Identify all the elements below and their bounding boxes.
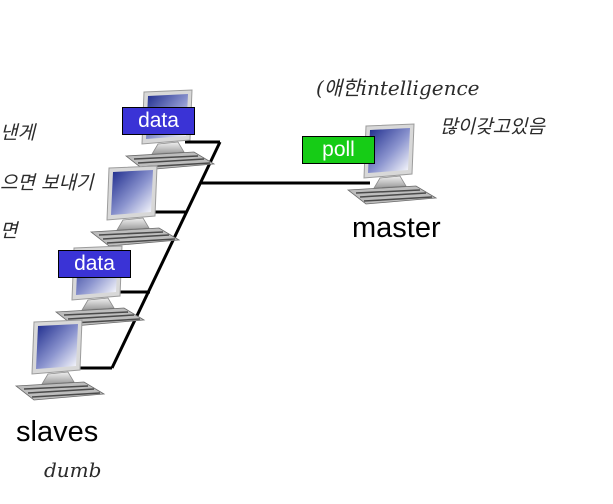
left-handwritten-note-3: 면 xyxy=(0,220,18,242)
slave-computer-4 xyxy=(15,319,105,401)
left-handwritten-note-1: 낸게 xyxy=(0,122,35,144)
slaves-handwritten-note: dumb xyxy=(44,458,102,482)
master-handwritten-note-2: 많이갖고있음 xyxy=(440,116,545,138)
poll-label: poll xyxy=(302,136,375,164)
data-label-top: data xyxy=(122,107,195,135)
master-caption: master xyxy=(352,212,441,244)
slaves-caption: slaves xyxy=(16,416,99,448)
left-handwritten-note-2: 으면 보내기 xyxy=(0,172,94,194)
network-wires xyxy=(76,140,370,370)
bus-line xyxy=(110,141,222,369)
master-handwritten-note-1: (애한intelligence xyxy=(316,76,480,100)
slave-computer-2 xyxy=(90,165,180,247)
data-label-middle: data xyxy=(58,250,131,278)
